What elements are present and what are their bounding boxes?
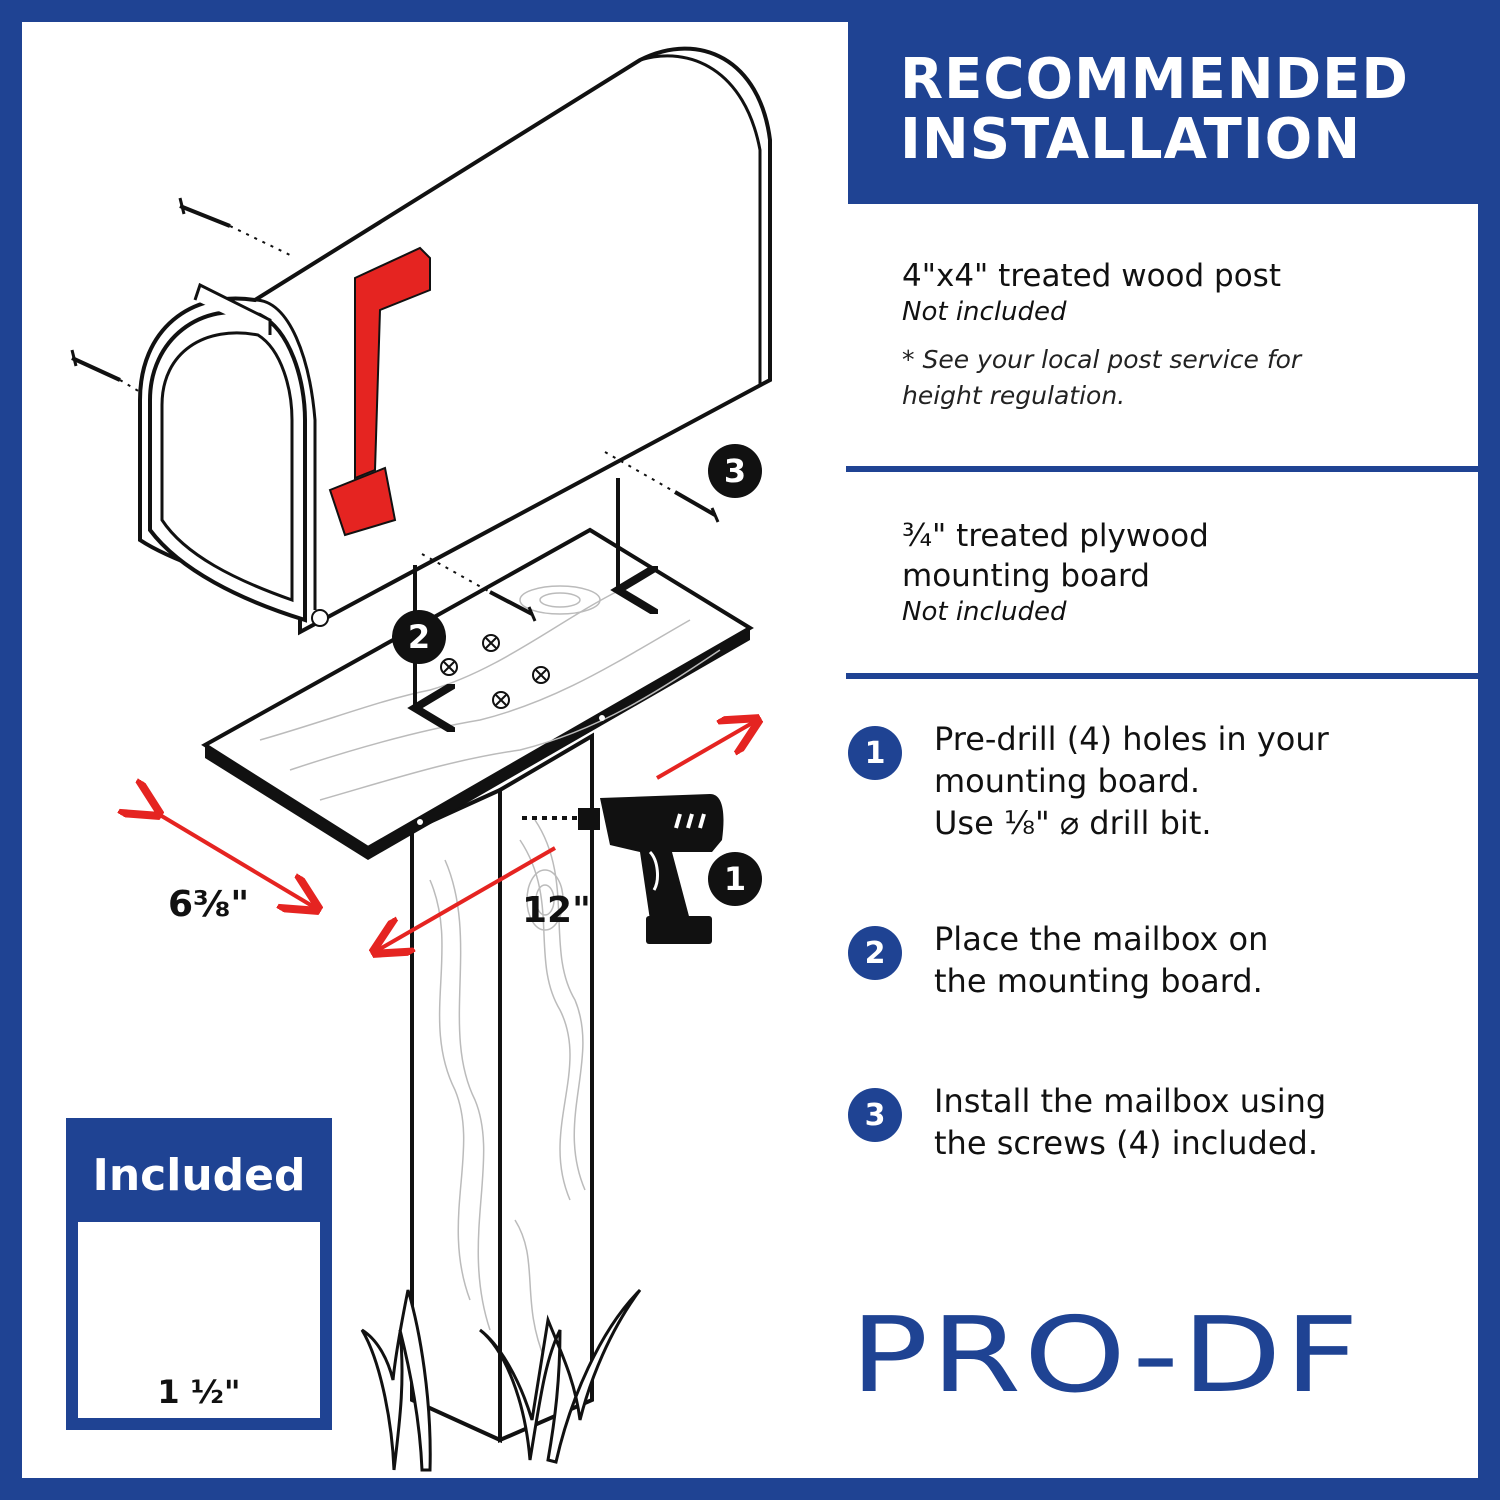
board-width-label: 6⅜" [168,884,250,925]
included-title: Included [92,1150,306,1201]
step-2-badge: 2 [848,926,902,980]
post-info-title: 4"x4" treated wood post [902,258,1281,294]
board-length-label: 12" [522,890,591,931]
board-info: ¾" treated plywood mounting board Not in… [902,516,1462,628]
callout-board: 2 [392,610,446,664]
dimension-arrows [155,722,754,950]
hole-3 [532,666,550,684]
post-info: 4"x4" treated wood post Not included * S… [902,256,1462,414]
included-panel: 1 ½" [78,1222,320,1418]
right-border [1478,204,1500,1500]
hole-1 [482,634,500,652]
divider-2 [846,673,1478,679]
step-1-badge: 1 [848,726,902,780]
hole-4 [492,691,510,709]
drill-icon [522,794,724,944]
board-info-note: Not included [902,597,1067,627]
callout-drill: 1 [708,852,762,906]
side-screws [70,197,720,622]
step-3-badge: 3 [848,1088,902,1142]
page-title: RECOMMENDED INSTALLATION [900,47,1409,172]
included-box: Included 1 ½" [66,1118,332,1430]
wood-post [410,732,594,1444]
mailbox-flag [328,246,431,537]
step-2-text: Place the mailbox on the mounting board. [934,920,1269,1000]
grass [360,1288,642,1472]
mailbox [138,46,772,636]
hole-2 [440,658,458,676]
callout-side: 3 [708,444,762,498]
board-info-title: ¾" treated plywood mounting board [902,518,1209,594]
board-holes [440,634,550,709]
step-1-text: Pre-drill (4) holes in your mounting boa… [934,720,1329,842]
step-3-text: Install the mailbox using the screws (4)… [934,1082,1327,1162]
header-banner: RECOMMENDED INSTALLATION [848,22,1478,204]
divider-1 [846,466,1478,472]
post-info-subnote: * See your local post service for height… [902,345,1302,410]
brand-logo: PRO-DF [850,1294,1362,1416]
screw-size-label: 1 ½" [157,1373,241,1411]
post-info-note: Not included [902,297,1067,327]
